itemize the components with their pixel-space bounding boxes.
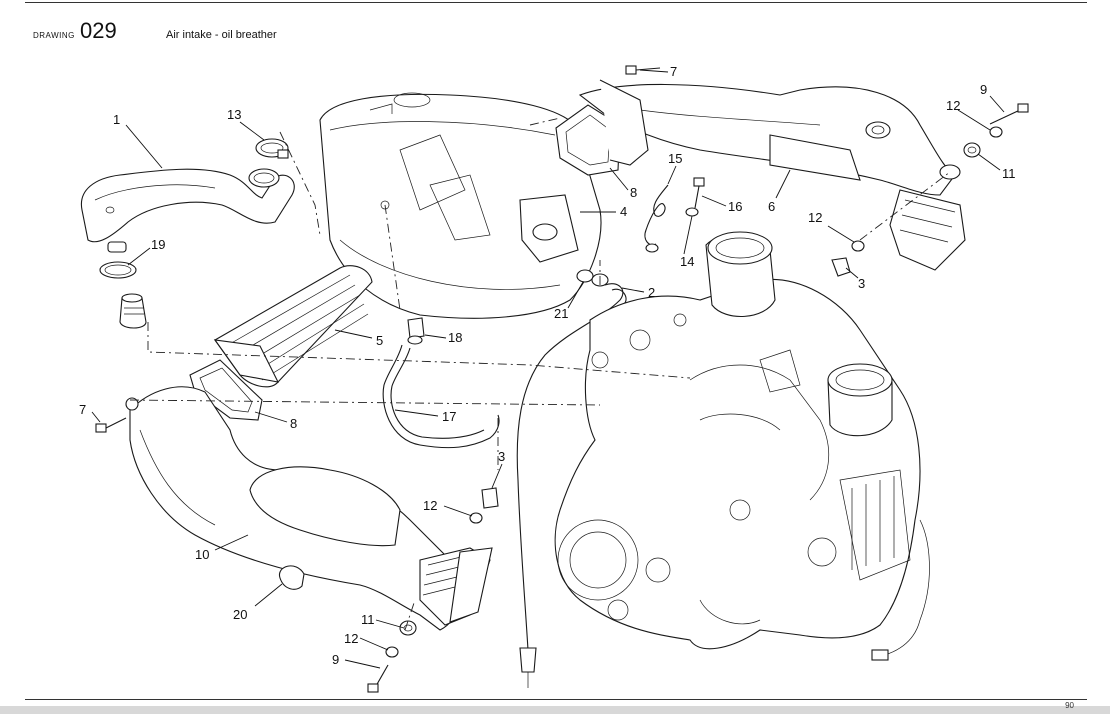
callout-7-left: 7 [79,402,86,417]
callout-5: 5 [376,333,383,348]
callout-14: 14 [680,254,694,269]
page-number: 90 [1065,701,1074,710]
callout-11-lower: 11 [361,612,375,627]
callout-12-bottom: 12 [344,631,358,646]
clip-part-3-lower [481,487,499,509]
callout-9-right: 9 [980,82,987,97]
callout-20: 20 [233,607,247,622]
engine-block [554,278,930,661]
footer-band [0,706,1110,714]
bolt-part-9-right [989,103,1029,125]
callout-2: 2 [648,285,655,300]
bushing-part-12-mid [851,240,865,252]
callout-4: 4 [620,204,627,219]
clip-part-20 [279,565,305,590]
bushing-part-12-right [989,126,1003,138]
intake-duct-part-10 [125,386,493,631]
bushing-part-12-bottom [385,646,399,658]
drawing-label: DRAWING [33,31,75,40]
drawing-number: 029 [80,18,117,43]
intake-duct-part-6 [578,83,966,271]
breather-fitting [107,241,147,329]
washer-part-14 [645,207,699,253]
airbox [319,92,602,319]
hose-clamp-part-13 [255,138,289,159]
callout-11-right: 11 [1002,166,1016,181]
bolt-part-7-top [625,65,661,75]
callout-3-lower: 3 [498,449,505,464]
callout-10: 10 [195,547,209,562]
clip-part-3-right [831,257,851,277]
gasket-part-8-upper [555,79,649,176]
callout-1: 1 [113,112,120,127]
callout-labels: 1 13 19 5 7 8 10 20 18 17 3 12 11 12 9 7… [79,64,1016,667]
callout-9-bottom: 9 [332,652,339,667]
callout-19: 19 [151,237,165,252]
bolt-part-7-left [95,417,127,433]
callout-18: 18 [448,330,462,345]
callout-12-lower: 12 [423,498,437,513]
callout-6: 6 [768,199,775,214]
top-rule [25,2,1087,3]
callout-8-lower: 8 [290,416,297,431]
bushing-part-12-lower [469,512,483,524]
breather-pipe-part-17 [382,317,500,449]
callout-3-right: 3 [858,276,865,291]
spring-part-15 [644,184,669,246]
callout-13: 13 [227,107,241,122]
hose-clamp-part-19 [99,261,137,279]
grommet-part-11-right [963,142,981,158]
bottom-rule [25,699,1087,700]
assembly-lines [129,117,951,631]
callout-12-right: 12 [946,98,960,113]
callout-7-top: 7 [670,64,677,79]
callout-21: 21 [554,306,568,321]
bolt-part-9-bottom [367,664,389,693]
callout-15: 15 [668,151,682,166]
callout-12-mid: 12 [808,210,822,225]
intake-trumpets [705,231,893,437]
breather-hose-part-1 [80,168,295,243]
air-filter-part-5 [213,265,373,388]
leader-lines [91,69,1005,669]
hose-part-2 [516,283,627,688]
callout-16: 16 [728,199,742,214]
screw-part-16 [693,177,705,209]
drawing-title: Air intake - oil breather [166,29,277,41]
callout-17: 17 [442,409,456,424]
callout-8-upper: 8 [630,185,637,200]
